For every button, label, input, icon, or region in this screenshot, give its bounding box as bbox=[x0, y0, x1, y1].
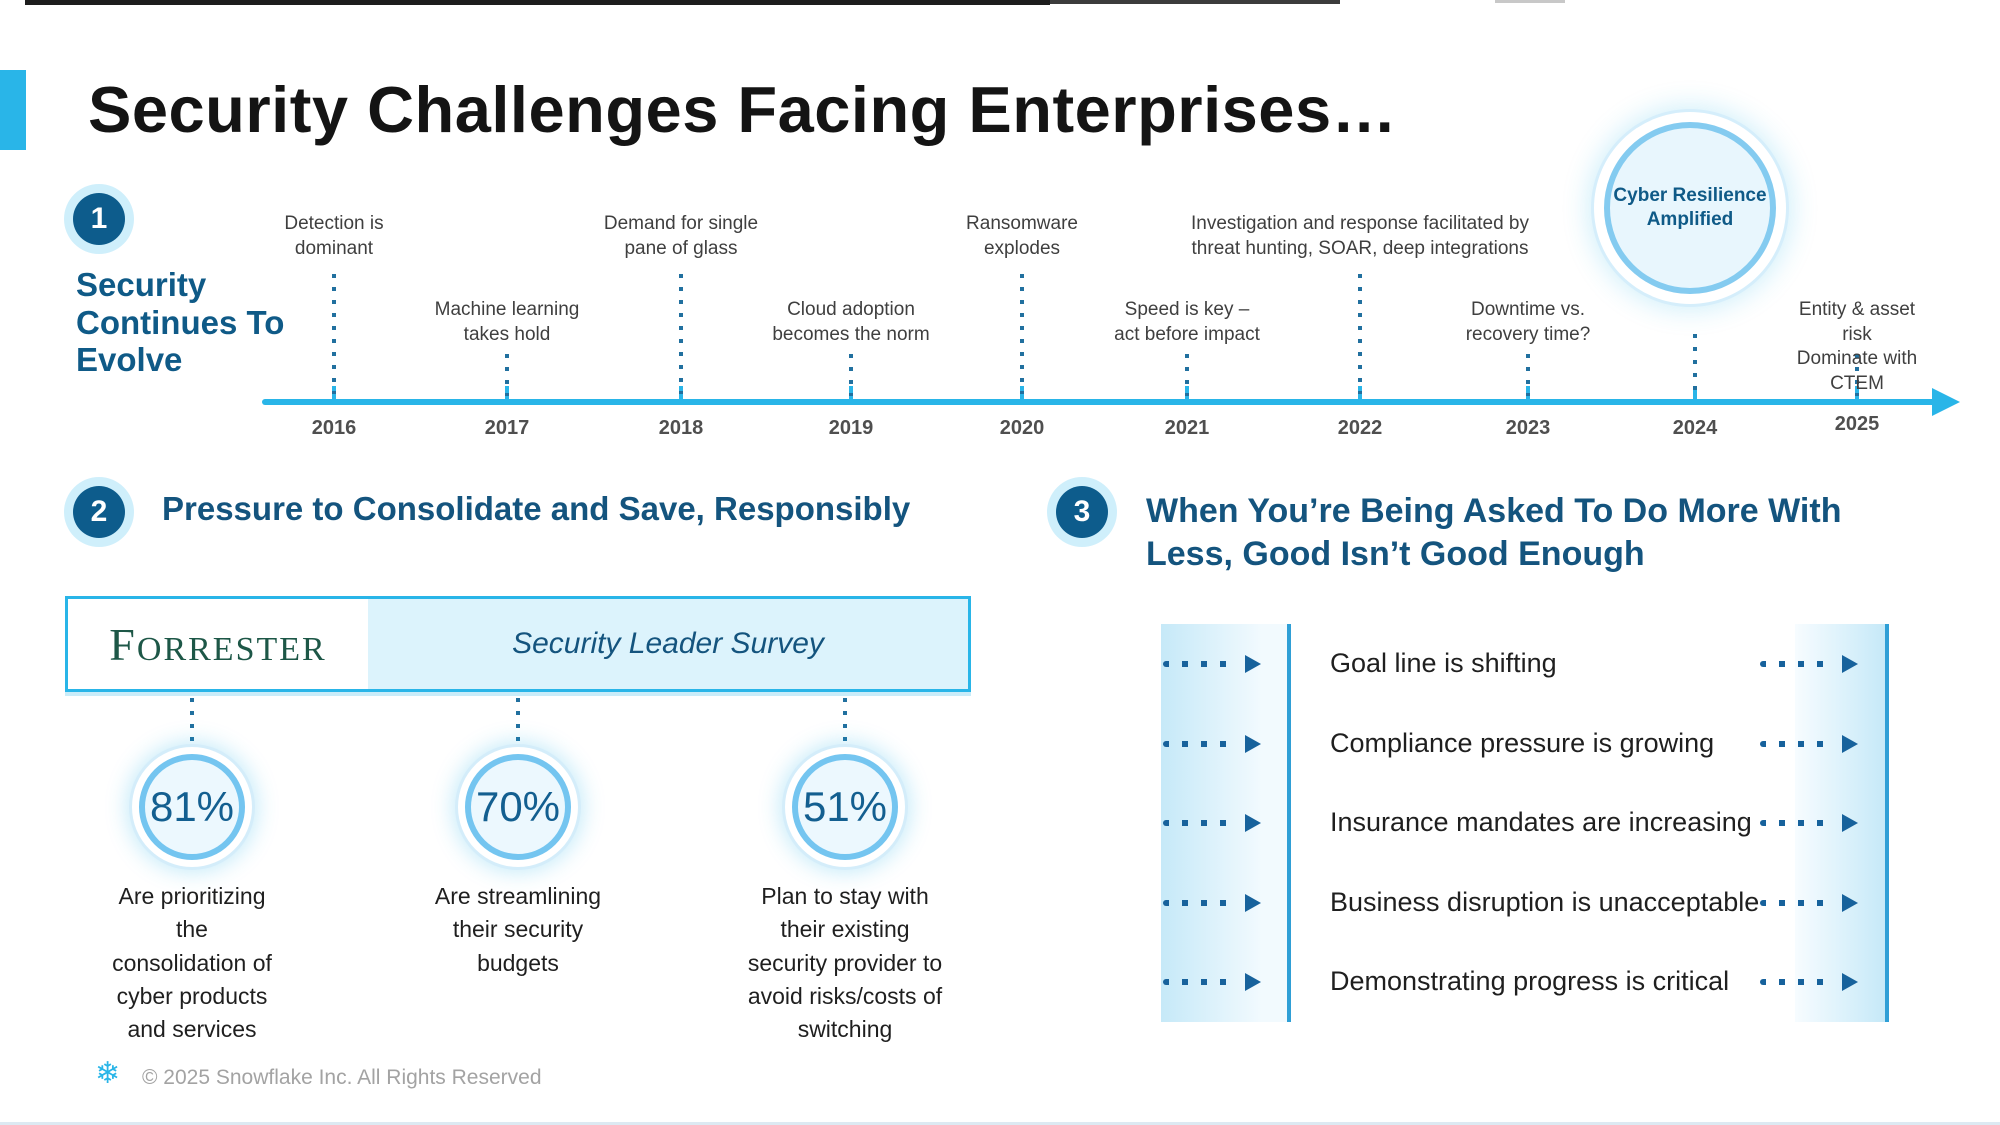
timeline-year-label: 2020 bbox=[999, 417, 1045, 439]
timeline-dotted-connector bbox=[1526, 354, 1530, 396]
survey-title-cell: Security Leader Survey bbox=[368, 599, 968, 689]
section-1-heading: Security Continues To Evolve bbox=[76, 266, 285, 379]
timeline-milestone-label: Speed is key – act before impact bbox=[1114, 299, 1260, 345]
timeline-axis bbox=[262, 399, 1938, 405]
timeline-arrow-icon bbox=[1932, 388, 1960, 416]
dotted-arrow-icon bbox=[1760, 894, 1858, 912]
dotted-arrow-icon bbox=[1760, 814, 1858, 832]
cyber-resilience-badge: Cyber Resilience Amplified bbox=[1604, 122, 1776, 294]
stat-caption: Are streamlining their security budgets bbox=[434, 883, 602, 976]
timeline-dotted-connector bbox=[1358, 274, 1362, 394]
challenge-item-label: Goal line is shifting bbox=[1330, 648, 1557, 678]
dotted-arrow-icon bbox=[1163, 655, 1261, 673]
stat-caption: Plan to stay with their existing securit… bbox=[747, 883, 943, 1043]
timeline-year-label: 2019 bbox=[828, 417, 874, 439]
survey-banner: FORRESTER Security Leader Survey bbox=[65, 596, 971, 692]
timeline-year-label: 2017 bbox=[484, 417, 530, 439]
title-accent-bar bbox=[0, 70, 26, 150]
challenge-item-label: Business disruption is unacceptable bbox=[1330, 887, 1760, 917]
section-2-heading: Pressure to Consolidate and Save, Respon… bbox=[162, 490, 911, 527]
timeline-dotted-connector bbox=[1185, 354, 1189, 396]
stat-circle-81: 81% bbox=[139, 754, 245, 860]
timeline-milestone-label: Downtime vs. recovery time? bbox=[1465, 299, 1591, 345]
challenge-item-label: Compliance pressure is growing bbox=[1330, 728, 1715, 758]
survey-brand-cell: FORRESTER bbox=[68, 599, 368, 689]
stat-dotted-connector bbox=[516, 698, 520, 742]
stat-circle-70: 70% bbox=[465, 754, 571, 860]
timeline-year-label: 2025 bbox=[1834, 413, 1880, 435]
dotted-arrow-icon bbox=[1760, 655, 1858, 673]
stat-value: 70% bbox=[475, 783, 561, 830]
timeline-dotted-connector bbox=[1020, 274, 1024, 394]
timeline-dotted-connector bbox=[505, 354, 509, 396]
timeline-milestone-label: Cloud adoption becomes the norm bbox=[772, 299, 930, 345]
stat-value: 51% bbox=[802, 783, 888, 830]
top-screen-artifact bbox=[1495, 0, 1565, 3]
snowflake-logo-icon: ❄ bbox=[95, 1056, 121, 1091]
cyber-resilience-badge-label: Cyber Resilience Amplified bbox=[1613, 185, 1767, 230]
stat-circle-51: 51% bbox=[792, 754, 898, 860]
timeline-year-label: 2016 bbox=[311, 417, 357, 439]
stat-value: 81% bbox=[149, 783, 235, 830]
timeline-tick bbox=[1693, 386, 1697, 402]
step-3-number: 3 bbox=[1073, 495, 1091, 528]
timeline-year-label: 2024 bbox=[1672, 417, 1718, 439]
timeline-dotted-connector bbox=[332, 274, 336, 394]
stat-caption: Are prioritizing the consolidation of cy… bbox=[112, 883, 272, 1043]
dotted-arrow-icon bbox=[1163, 735, 1261, 753]
dotted-arrow-icon bbox=[1760, 973, 1858, 991]
stat-dotted-connector bbox=[843, 698, 847, 742]
step-1-number: 1 bbox=[90, 202, 108, 235]
bottom-edge-line bbox=[0, 1122, 2000, 1125]
copyright-text: © 2025 Snowflake Inc. All Rights Reserve… bbox=[142, 1066, 542, 1089]
timeline-year-label: 2018 bbox=[658, 417, 704, 439]
challenge-item-label: Insurance mandates are increasing bbox=[1330, 807, 1752, 837]
section-3-heading: When You’re Being Asked To Do More With … bbox=[1146, 492, 1842, 573]
forrester-logo: FORRESTER bbox=[109, 618, 327, 670]
timeline-tick bbox=[1020, 386, 1024, 402]
timeline-tick bbox=[679, 386, 683, 402]
step-1-badge: 1 bbox=[73, 193, 125, 245]
step-2-number: 2 bbox=[90, 495, 108, 528]
timeline-year-label: 2021 bbox=[1164, 417, 1210, 439]
dotted-arrow-icon bbox=[1163, 894, 1261, 912]
dotted-arrow-icon bbox=[1163, 814, 1261, 832]
dotted-arrow-icon bbox=[1760, 735, 1858, 753]
stat-dotted-connector bbox=[190, 698, 194, 742]
timeline-tick bbox=[332, 386, 336, 402]
timeline-dotted-connector bbox=[849, 354, 853, 396]
timeline-year-label: 2022 bbox=[1337, 417, 1383, 439]
top-screen-artifact bbox=[25, 0, 1050, 5]
dotted-arrow-icon bbox=[1163, 973, 1261, 991]
survey-title: Security Leader Survey bbox=[512, 627, 824, 660]
step-2-badge: 2 bbox=[73, 486, 125, 538]
timeline-milestone-label: Detection is dominant bbox=[284, 213, 384, 259]
timeline-tick bbox=[1358, 386, 1362, 402]
timeline-milestone-label: Ransomware explodes bbox=[966, 213, 1078, 259]
timeline-dotted-connector bbox=[1693, 334, 1697, 394]
step-3-badge: 3 bbox=[1056, 486, 1108, 538]
timeline-milestone-label: Investigation and response facilitated b… bbox=[1191, 213, 1529, 259]
top-screen-artifact bbox=[1050, 0, 1340, 4]
timeline-milestone-label: Demand for single pane of glass bbox=[603, 213, 759, 259]
page-title: Security Challenges Facing Enterprises… bbox=[88, 73, 1398, 146]
challenge-item-label: Demonstrating progress is critical bbox=[1330, 966, 1730, 996]
timeline-dotted-connector bbox=[1855, 354, 1859, 396]
timeline-milestone-label: Machine learning takes hold bbox=[434, 299, 580, 345]
timeline-year-label: 2023 bbox=[1505, 417, 1551, 439]
timeline-milestone-label: Entity & asset risk Dominate with CTEM bbox=[1796, 299, 1918, 395]
timeline-dotted-connector bbox=[679, 274, 683, 394]
